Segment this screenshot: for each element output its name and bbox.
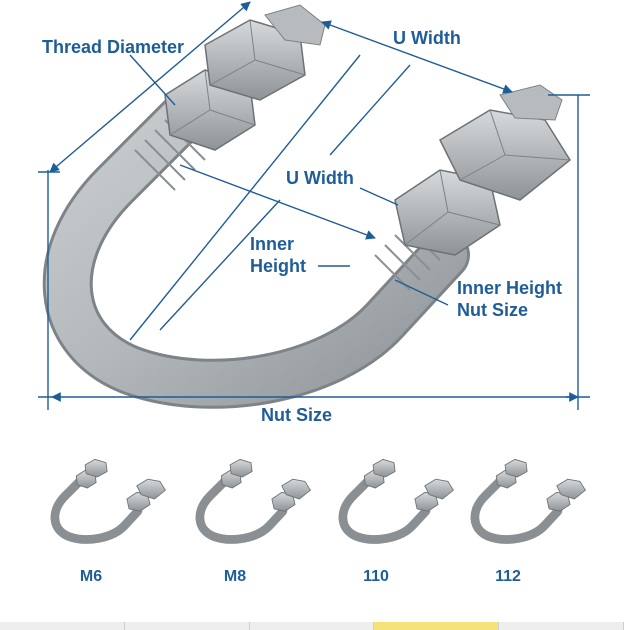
u-width-top-dimension bbox=[321, 20, 513, 94]
dimension-lines bbox=[38, 1, 590, 410]
u-width-mid-leader bbox=[359, 187, 399, 206]
label-thread-diameter: Thread Diameter bbox=[42, 37, 185, 57]
thumbnail-strip bbox=[0, 622, 624, 630]
nut-size-leader bbox=[394, 279, 449, 306]
label-inner-height-nut-2: Nut Size bbox=[457, 300, 529, 320]
label-inner-height-1: Inner bbox=[250, 234, 295, 254]
inner-height-dimension bbox=[179, 164, 376, 240]
thumbnail-1[interactable] bbox=[0, 622, 125, 630]
label-inner-height-nut-1: Inner Height bbox=[457, 278, 563, 298]
thumbnail-3[interactable] bbox=[249, 622, 375, 630]
mid-guide-3 bbox=[159, 199, 281, 331]
thumbnail-4[interactable] bbox=[374, 622, 500, 630]
right-upper-nut bbox=[439, 109, 571, 201]
size-label-m6: M6 bbox=[79, 568, 103, 585]
thumbnail-2[interactable] bbox=[124, 622, 250, 630]
mid-guide-1 bbox=[329, 64, 411, 156]
label-nut-size: Nut Size bbox=[261, 405, 333, 425]
size-label-m8: M8 bbox=[223, 568, 247, 585]
right-lower-nut bbox=[394, 169, 501, 256]
label-u-width-top: U Width bbox=[393, 28, 461, 48]
size-label-112: 112 bbox=[495, 568, 521, 585]
thread-diameter-leader bbox=[129, 54, 176, 106]
size-label-110: 110 bbox=[363, 568, 389, 585]
size-example-112 bbox=[470, 458, 586, 544]
label-inner-height-2: Height bbox=[250, 256, 306, 276]
size-example-m8 bbox=[195, 458, 311, 544]
label-u-width-mid: U Width bbox=[286, 168, 354, 188]
right-thread-tip bbox=[499, 84, 563, 121]
mid-guide-2 bbox=[129, 54, 361, 341]
diagonal-overall-dimension bbox=[49, 1, 251, 173]
thumbnail-5[interactable] bbox=[499, 622, 624, 630]
size-example-m6 bbox=[50, 458, 166, 544]
leader-lines bbox=[129, 54, 449, 306]
size-example-110 bbox=[338, 458, 454, 544]
